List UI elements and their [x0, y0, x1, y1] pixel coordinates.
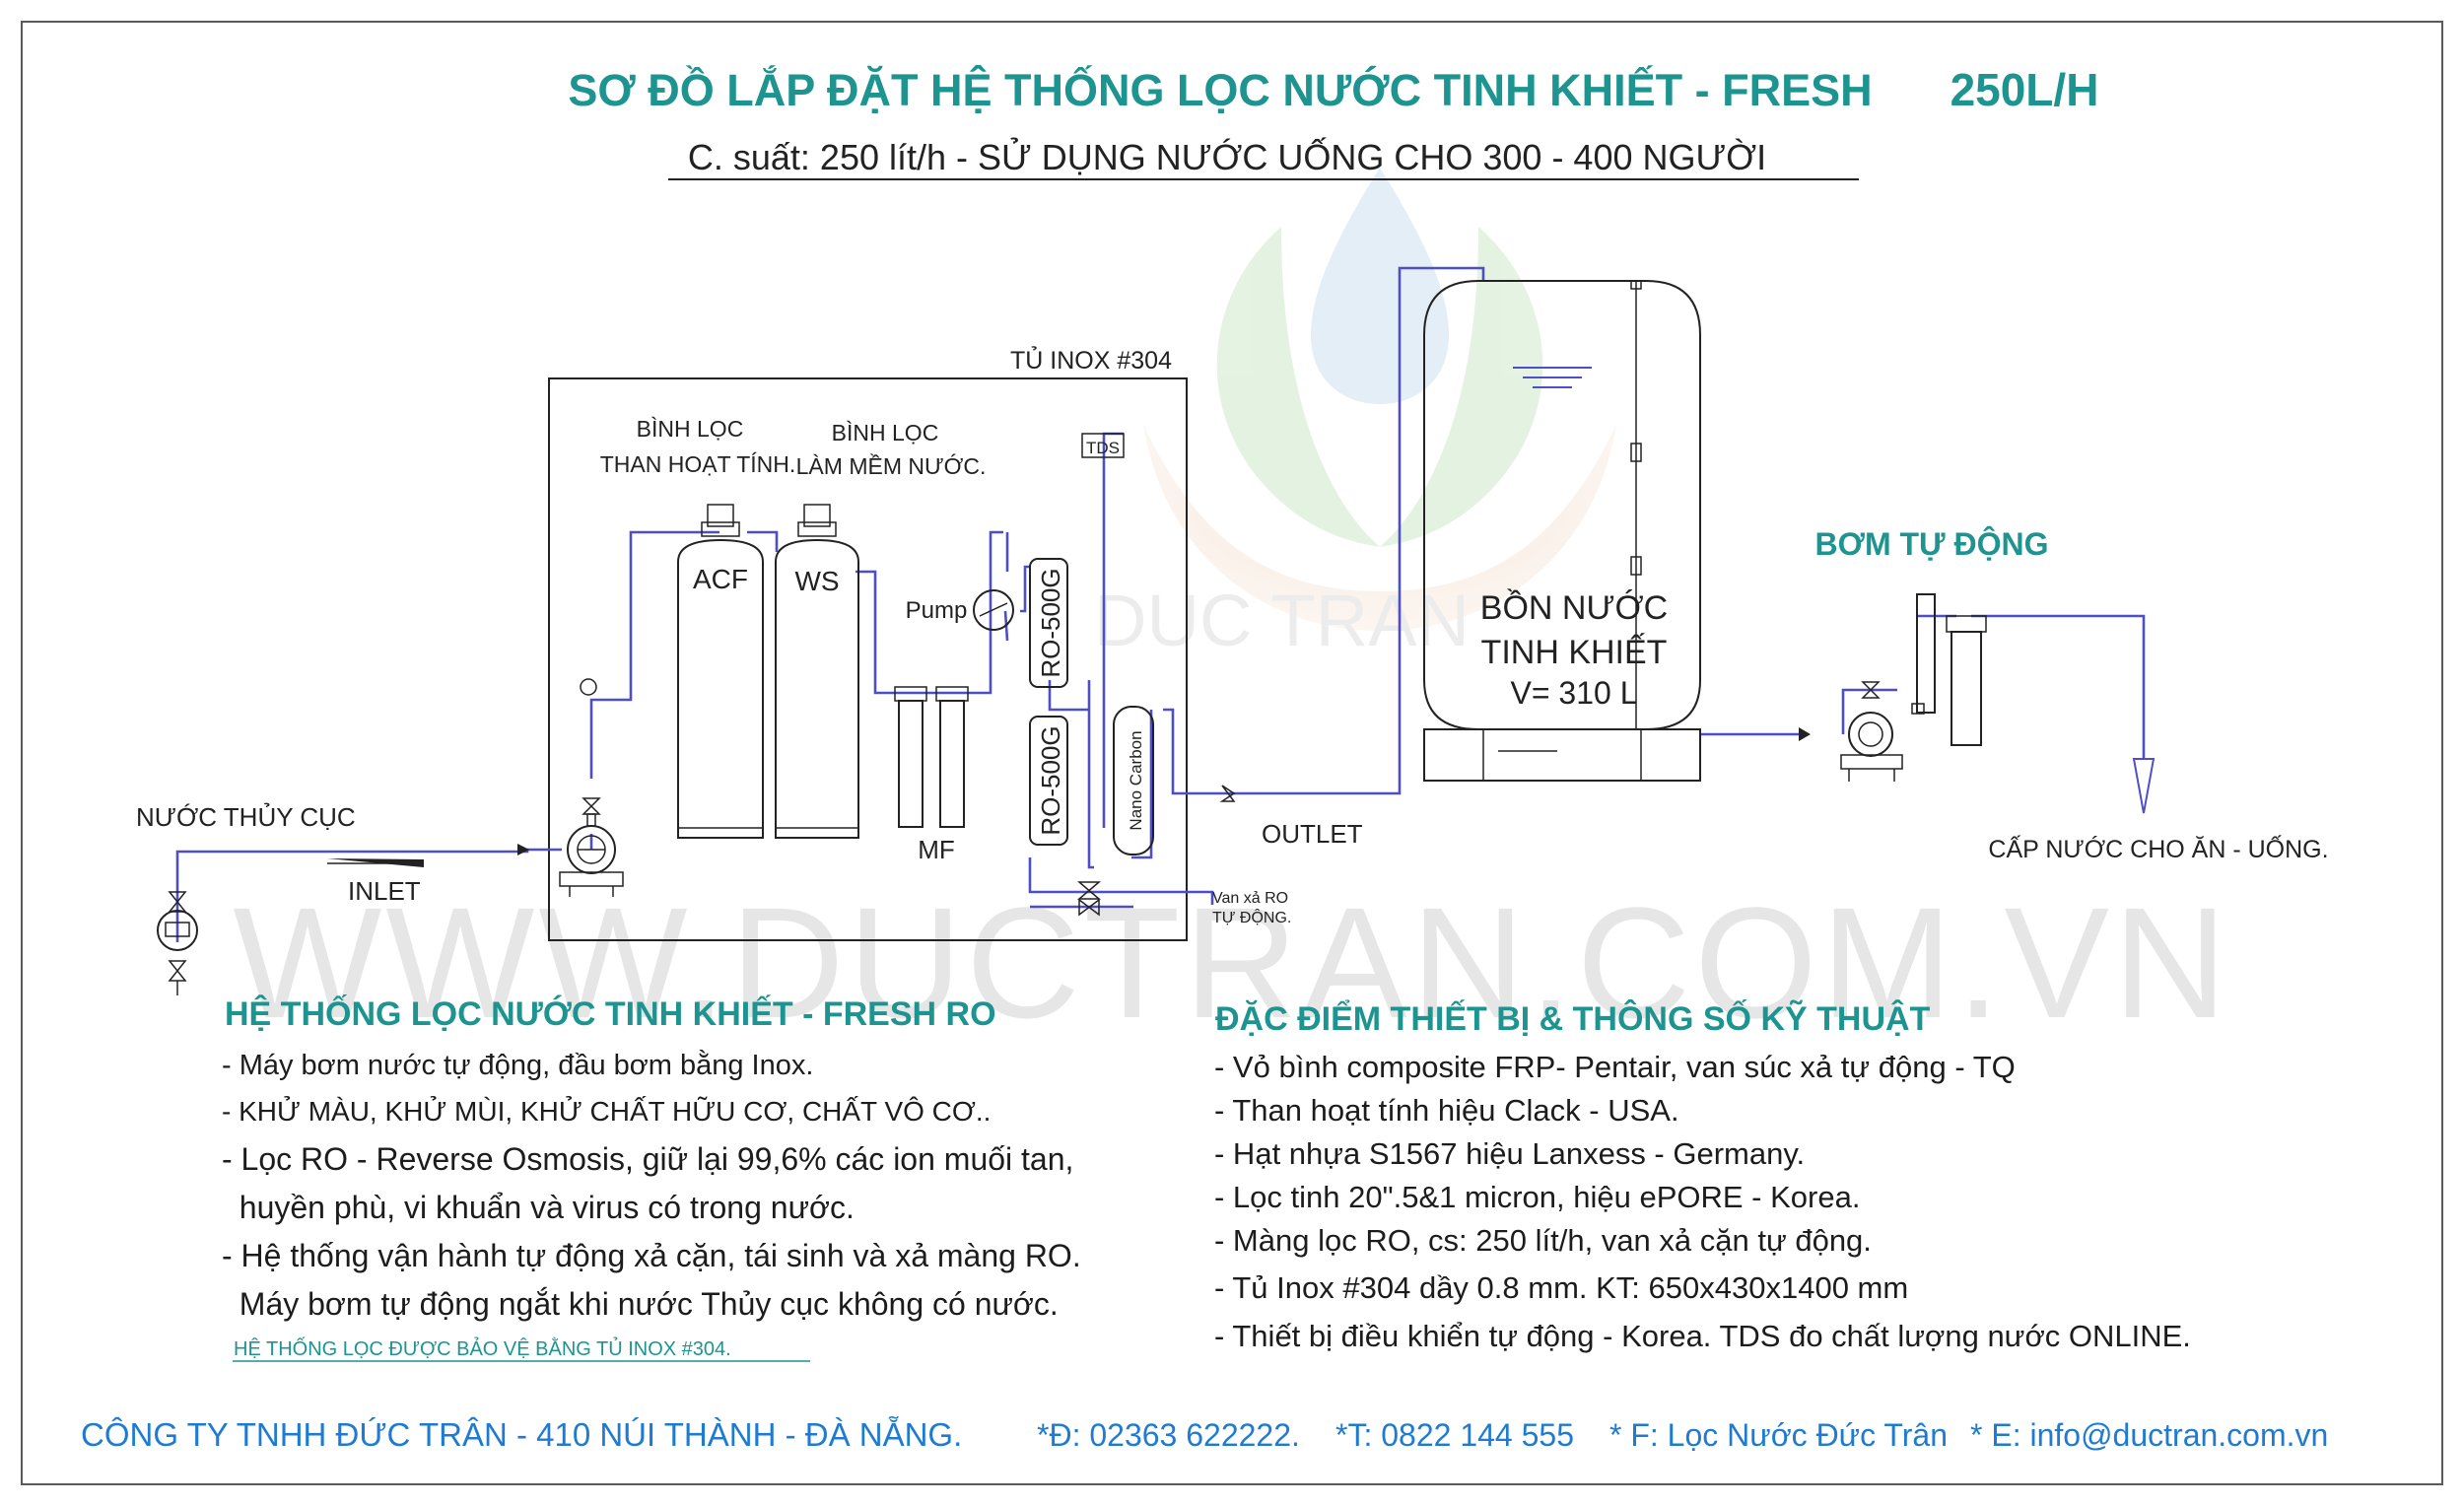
tank-label-1: BỒN NƯỚC [1480, 589, 1668, 627]
supply-label: CẤP NƯỚC CHO ĂN - UỐNG. [1988, 834, 2328, 863]
ro-link-right [1087, 680, 1094, 869]
booster-pump [1799, 593, 1987, 782]
left-line-1: - Máy bơm nước tự động, đầu bơm bằng Ino… [222, 1049, 813, 1081]
mf-to-pump-pipe [961, 530, 1003, 695]
inlet-check-valve [517, 844, 529, 856]
left-line-6: Máy bơm tự động ngắt khi nước Thủy cục k… [222, 1286, 1059, 1322]
acf-to-ws-pipe [747, 530, 779, 552]
outlet-pipe [1163, 266, 1485, 795]
inlet-source-label: NƯỚC THỦY CỤC [136, 801, 356, 832]
watermark-url: WWW.DUCTRAN.COM.VN [233, 874, 2230, 1051]
footer-mobile: *T: 0822 144 555 [1335, 1417, 1574, 1453]
ro-to-nano-pipe [1131, 710, 1153, 859]
ro-pump [973, 589, 1014, 631]
acf-tank [677, 504, 764, 839]
pump-label: Pump [906, 597, 968, 624]
title-capacity: 250L/H [1951, 64, 2099, 115]
footer-facebook: * F: Lọc Nước Đức Trân [1609, 1417, 1948, 1453]
watermark-logo: DUC TRAN [1094, 168, 1616, 661]
acf-caption-1: BÌNH LỌC [637, 416, 744, 442]
ws-tank [775, 504, 859, 839]
right-line-1: - Vỏ bình composite FRP- Pentair, van sú… [1214, 1050, 2016, 1084]
page-title: SƠ ĐỒ LẮP ĐẶT HỆ THỐNG LỌC NƯỚC TINH KHI… [568, 65, 1872, 115]
ro-link-left [1048, 680, 1089, 712]
ws-label: WS [794, 566, 839, 596]
feed-pump [559, 797, 624, 897]
ws-caption-1: BÌNH LỌC [832, 420, 939, 445]
mf-filters [894, 686, 969, 828]
watermark-logo-text: DUC TRAN [1094, 580, 1470, 661]
tank-label-3: V= 310 L [1511, 675, 1638, 711]
right-line-3: - Hạt nhựa S1567 hiệu Lanxess - Germany. [1214, 1136, 1805, 1171]
tds-label: TDS [1086, 439, 1120, 457]
storage-tank [1423, 280, 1701, 782]
nano-carbon-filter [1113, 706, 1154, 856]
pump-outlet [1020, 565, 1030, 613]
tds-meter [1081, 433, 1125, 458]
left-line-4: huyền phù, vi khuẩn và virus có trong nư… [222, 1190, 855, 1225]
nano-label: Nano Carbon [1127, 730, 1145, 830]
left-line-5: - Hệ thống vận hành tự động xả cặn, tái … [222, 1238, 1081, 1273]
right-line-4: - Lọc tinh 20".5&1 micron, hiệu ePORE - … [1214, 1180, 1860, 1214]
acf-caption-2: THAN HOẠT TÍNH. [600, 451, 796, 477]
ro-membrane-top [1029, 558, 1068, 688]
ro-top-label: RO-500G [1036, 568, 1065, 677]
acf-label: ACF [693, 564, 748, 594]
left-note: HỆ THỐNG LỌC ĐƯỢC BẢO VỆ BẰNG TỦ INOX #3… [234, 1336, 731, 1360]
supply-arrow [2132, 758, 2156, 814]
booster-label: BƠM TỰ ĐỘNG [1815, 526, 2049, 562]
ro-bottom-label: RO-500G [1036, 725, 1065, 835]
ws-caption-2: LÀM MỀM NƯỚC. [796, 452, 987, 479]
pressure-gauge [580, 678, 597, 696]
page-frame [21, 21, 2443, 1485]
right-line-5: - Màng lọc RO, cs: 250 lít/h, van xả cặn… [1214, 1223, 1872, 1258]
drain-label-2: TỰ ĐỘNG. [1212, 908, 1291, 926]
drain-valve [1076, 881, 1102, 900]
inlet-pipe [175, 848, 562, 942]
tank-label-2: TINH KHIẾT [1481, 634, 1668, 671]
outlet-label: OUTLET [1262, 819, 1363, 849]
footer-company: CÔNG TY TNHH ĐỨC TRÂN - 410 NÚI THÀNH - … [81, 1416, 962, 1453]
inlet-meter [157, 891, 198, 995]
drain-pipe [1028, 857, 1214, 905]
page-subtitle: C. suất: 250 lít/h - SỬ DỤNG NƯỚC UỐNG C… [688, 136, 1766, 177]
left-line-3: - Lọc RO - Reverse Osmosis, giữ lại 99,6… [222, 1141, 1073, 1177]
mf-label: MF [918, 835, 955, 864]
left-heading: HỆ THỐNG LỌC NƯỚC TINH KHIẾT - FRESH RO [225, 994, 996, 1033]
left-line-2: - KHỬ MÀU, KHỬ MÙI, KHỬ CHẤT HỮU CƠ, CHẤ… [222, 1095, 991, 1127]
ws-to-mf-pipe [856, 570, 961, 695]
inox-cabinet [548, 377, 1188, 941]
ro-membrane-bottom [1029, 716, 1068, 846]
footer-email: * E: info@ductran.com.vn [1970, 1417, 2328, 1453]
right-line-6: - Tủ Inox #304 dầy 0.8 mm. KT: 650x430x1… [1214, 1270, 1908, 1305]
outlet-valve [1219, 785, 1236, 802]
right-line-2: - Than hoạt tính hiệu Clack - USA. [1214, 1093, 1679, 1128]
inlet-arrow-head [327, 858, 424, 867]
inlet-label: INLET [348, 876, 421, 906]
footer-phone: *Đ: 02363 622222. [1037, 1417, 1300, 1453]
cabinet-label: TỦ INOX #304 [1010, 345, 1172, 375]
right-heading: ĐẶC ĐIỂM THIẾT BỊ & THÔNG SỐ KỸ THUẬT [1215, 999, 1931, 1038]
drain-label-1: Van xả RO [1212, 890, 1288, 907]
right-line-7: - Thiết bị điều khiển tự động - Korea. T… [1214, 1319, 2191, 1353]
booster-to-filter [1841, 688, 1897, 734]
